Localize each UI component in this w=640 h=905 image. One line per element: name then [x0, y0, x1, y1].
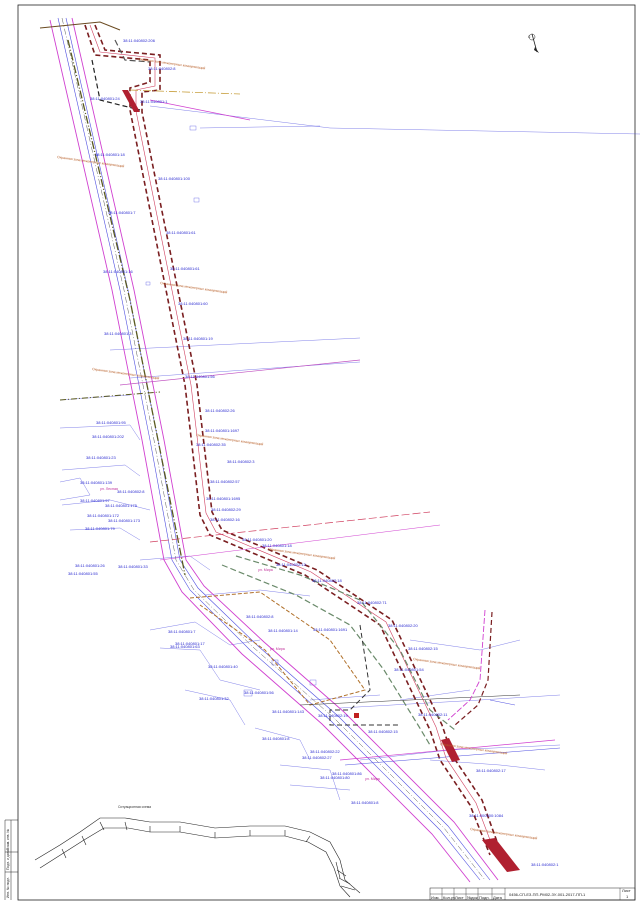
street-label: ул. Мира [365, 777, 380, 781]
document-code: 0456-СП-ЕЗ-ПП-РМ02-ЗУ-001-2017-ПП-1 [509, 892, 586, 897]
parcel-label: 38:11:040802:22 [310, 749, 341, 754]
parcel-label: 38:11:040801:14 [268, 628, 299, 633]
parcel-label: 38:11:040801:60 [178, 301, 209, 306]
side-label-inventory: Инв. № подл. [6, 877, 10, 898]
parcel-label: 38:11:040801:7 [168, 629, 196, 634]
parcel-label: 38:11:040801:1695 [206, 496, 241, 501]
parcel-label: 38:11:040802:27 [302, 755, 333, 760]
parcel-label: 38:11:040801:202 [92, 434, 125, 439]
parcel-label: 38:11:040801:54 [394, 667, 425, 672]
stamp-row-4: Подп. [479, 895, 490, 900]
parcel-label: 38:11:040801:63 [170, 644, 201, 649]
parcel-label: 38:11:040801:175 [105, 503, 138, 508]
parcel-label: 38:11:040801:56 [185, 374, 216, 379]
parcel-label: 38:11:040802:3 [227, 459, 255, 464]
parcel-label: 38:11:040801:100 [158, 176, 191, 181]
parcel-label: 38:11:040801:18 [95, 152, 126, 157]
binding-strip: Взам. инв. № Подп. и дата Инв. № подл. [4, 819, 18, 900]
parcel-label: 38:11:040802:206 [123, 38, 156, 43]
parcel-label: 38:11:040801:80 [320, 775, 351, 780]
parcel-label: 38:11:040801:24 [90, 96, 121, 101]
inset-title: Ситуационная схема [118, 805, 151, 809]
parcel-label: 38:11:040801:16 [103, 269, 134, 274]
parcel-label: 38:11:040802:19 [318, 713, 349, 718]
parcel-label: 38:11:040801:3 [104, 331, 132, 336]
parcel-label: 38:11:040801:26 [75, 563, 106, 568]
green-dashed-corridor [221, 555, 456, 746]
parcel-label: 38:11:040801:86 [332, 771, 363, 776]
parcel-label: 38:11:000000:1084 [469, 813, 504, 818]
street-label: ул. Мира [258, 568, 273, 572]
side-label-replace: Взам. инв. № [6, 829, 10, 850]
parcel-label: 38:11:040801:20 [242, 537, 273, 542]
parcel-label: 38:11:040801:23 [86, 455, 117, 460]
parcel-label: 38:11:040802:13 [276, 562, 307, 567]
parcel-label: 38:11:040802:8 [148, 66, 176, 71]
parcel-label: 38:11:040801:173 [108, 518, 141, 523]
parcel-label: 38:11:040801:61 [166, 230, 197, 235]
stamp-row-2: Лист [455, 895, 464, 900]
street-label: ул. Лесная [100, 487, 118, 491]
situation-scheme-inset: Ситуационная схема [34, 805, 361, 898]
parcel-label: 38:11:040802:17 [476, 768, 507, 773]
parcel-label: 38:11:040802:16 [210, 517, 241, 522]
parcel-label: 38:11:040801:95 [96, 420, 127, 425]
parcel-label: 38:11:040801:1691 [313, 627, 348, 632]
parcel-label: 38:11:040801:61 [170, 266, 201, 271]
parcel-label: 38:11:040801:172 [87, 513, 120, 518]
parcel-label: 38:11:040801:17 [175, 641, 206, 646]
parcel-label: 38:11:040802:35 [196, 442, 227, 447]
parcel-label: 38:11:040801:97 [80, 498, 111, 503]
parcel-label: 38:11:040802:8 [117, 489, 145, 494]
parcel-label: 38:11:040801:143 [272, 709, 305, 714]
parcel-label: 38:11:040801:8 [351, 800, 379, 805]
parcel-label: 38:11:040801:33 [118, 564, 149, 569]
parcel-label: 38:11:040802:1 [531, 862, 559, 867]
parcel-labels: 38:11:040802:206 38:11:040802:8 38:11:0408… [68, 38, 559, 867]
stamp-row-1: Кол.уч [443, 895, 455, 900]
stamp-row-3: №док [467, 895, 478, 900]
parcel-label: 38:11:040802:57 [210, 479, 241, 484]
parcel-label: 38:11:040802:20 [388, 623, 419, 628]
parcel-label: 38:11:040801:1697 [205, 428, 240, 433]
parcel-label: 38:11:040802:29 [211, 507, 242, 512]
north-letter: С [528, 35, 531, 39]
sheet-frame [17, 4, 636, 901]
road-corridor [39, 17, 499, 883]
parcel-label: 38:11:040801:19 [183, 336, 214, 341]
parcel-label: 38:11:040801:8 [262, 736, 290, 741]
parcel-label: 38:11:040801:1 [140, 99, 168, 104]
parcel-label: 38:11:040802:18 [312, 578, 343, 583]
parcel-label: 38:11:040801:18 [262, 543, 293, 548]
parcel-label: 38:11:040801:56 [244, 690, 275, 695]
pipeline-highlight [122, 90, 520, 872]
orange-plot [189, 591, 366, 706]
stamp-row-0: Изм. [431, 895, 440, 900]
parcel-label: 38:11:040802:15 [368, 729, 399, 734]
parcel-label: 38:11:040802:71 [357, 600, 388, 605]
sheet-number: 1 [626, 894, 629, 899]
parcel-label: 38:11:040801:7 [108, 210, 136, 215]
parcel-label: 38:11:040802:11 [418, 712, 448, 717]
parcel-label: 38:11:040801:40 [208, 664, 239, 669]
parcel-label: 38:11:040802:15 [408, 646, 439, 651]
side-label-signature: Подп. и дата [6, 850, 10, 870]
parcel-label: 38:11:040801:139 [80, 480, 113, 485]
parcel-label: 38:11:040802:8 [246, 614, 274, 619]
parcel-label: 38:11:040801:79 [85, 526, 116, 531]
sheet-label: Лист [622, 888, 631, 893]
street-label: ул. Мира [270, 647, 285, 651]
north-arrow: С [528, 33, 539, 53]
parcel-label: 38:11:040802:26 [205, 408, 236, 413]
parcel-label: 38:11:040801:32 [199, 696, 230, 701]
title-block: Изм. Кол.уч Лист №док Подп. Дата 0456-СП… [429, 887, 636, 901]
street-labels: ул. Мира ул. Мира ул. Мира ул. Лесная [100, 487, 380, 781]
stamp-row-5: Дата [493, 895, 503, 900]
parcel-label: 38:11:040801:55 [68, 571, 99, 576]
